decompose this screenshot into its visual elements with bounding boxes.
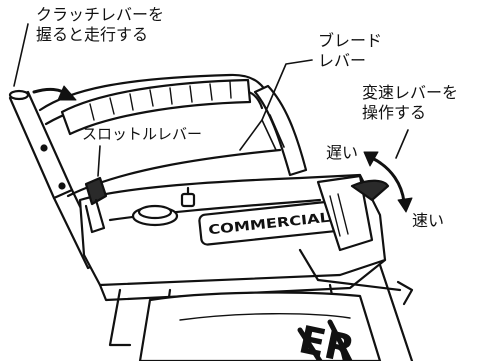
bag-clip — [396, 280, 414, 306]
speed-arrow — [363, 151, 413, 213]
clutch-grip — [60, 78, 252, 136]
clutch-lever-label-line2: 握ると走行する — [36, 25, 149, 44]
right-handle-post — [253, 84, 308, 177]
blade-lever-label-line1: ブレード — [318, 31, 383, 50]
fast-label: 速い — [412, 211, 445, 230]
fuel-cap — [131, 204, 179, 227]
throttle-lever — [84, 176, 108, 234]
blade-leader — [239, 59, 313, 151]
shift-lever-label-line1: 変速レバーを — [362, 83, 459, 102]
grass-bag — [138, 291, 382, 361]
clutch-leader — [13, 23, 29, 87]
clutch-arrow — [32, 85, 77, 101]
primer-knob — [180, 186, 196, 208]
throttle-leader — [97, 145, 101, 177]
speed-shift-lever — [316, 174, 390, 252]
slow-label: 遅い — [326, 143, 359, 162]
shift-leader — [395, 129, 409, 159]
clutch-lever-label-line1: クラッチレバーを — [36, 5, 165, 24]
throttle-lever-label: スロットルレバー — [82, 125, 203, 143]
blade-lever-label-line2: レバー — [318, 51, 367, 70]
shift-lever-label-line2: 操作する — [362, 103, 427, 122]
